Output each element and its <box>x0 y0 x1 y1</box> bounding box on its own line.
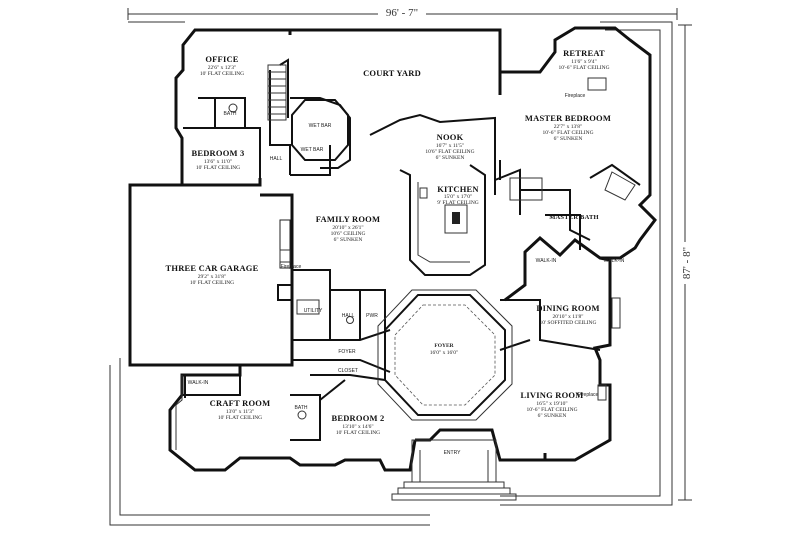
small-labels: BATH BATH HALL HALL WET BAR WET BAR UTIL… <box>188 93 625 456</box>
room-ceiling: 10'-6" FLAT CEILING <box>542 130 593 136</box>
kitchen-label: KITCHEN 15'0" x 17'0" 9' FLAT CEILING <box>437 184 479 206</box>
entry-steps <box>391 439 517 501</box>
room-ceiling: 10' FLAT CEILING <box>336 430 380 436</box>
fireplace-label: Fireplace <box>565 93 586 99</box>
room-ceiling: 10' FLAT CEILING <box>190 280 234 286</box>
bath-label: BATH <box>295 405 308 411</box>
dining-room-label: DINING ROOM 20'10" x 11'8" 10' SOFFITED … <box>536 303 599 326</box>
room-size: 13'10" x 14'6" <box>342 424 373 430</box>
fireplace-label: Fireplace <box>578 392 599 398</box>
room-name: DINING ROOM <box>536 303 599 313</box>
room-name: FOYER <box>434 343 454 349</box>
room-size: 11'6" x 9'4" <box>571 59 597 65</box>
room-name: MASTER BEDROOM <box>525 113 611 123</box>
dimension-lines: 96' - 7" 87' - 8" <box>127 4 693 501</box>
retreat-label: RETREAT 11'6" x 9'4" 10'-6" FLAT CEILING <box>558 48 609 71</box>
living-room-label: LIVING ROOM 16'5" x 19'10" 10'-6" FLAT C… <box>521 390 584 419</box>
room-name: COURT YARD <box>363 68 421 78</box>
nook-label: NOOK 16'7" x 11'5" 10'6" FLAT CEILING 6"… <box>425 132 474 161</box>
master-bedroom-label: MASTER BEDROOM 22'7" x 13'8" 10'-6" FLAT… <box>525 113 611 142</box>
room-ceiling: 10' FLAT CEILING <box>218 415 262 421</box>
room-size: 13'6" x 11'0" <box>204 159 232 165</box>
fireplace-label: Fireplace <box>281 264 302 270</box>
room-name: THREE CAR GARAGE <box>166 263 259 273</box>
room-name: BEDROOM 2 <box>331 413 384 423</box>
room-ceiling: 10' FLAT CEILING <box>196 165 240 171</box>
room-ceiling: 10'-6" FLAT CEILING <box>526 407 577 413</box>
room-size: 20'10" x 26'1" <box>332 225 363 231</box>
room-size: 20'10" x 11'8" <box>552 314 583 320</box>
entry-label: ENTRY <box>444 450 462 456</box>
room-name: KITCHEN <box>437 184 479 194</box>
room-name: NOOK <box>437 132 464 142</box>
room-note: 6" SUNKEN <box>334 237 363 243</box>
bedroom3-label: BEDROOM 3 13'6" x 11'0" 10' FLAT CEILING <box>191 148 244 171</box>
room-size: 16'0" x 16'0" <box>430 350 458 356</box>
garage-label: THREE CAR GARAGE 29'2" x 31'8" 10' FLAT … <box>166 263 259 286</box>
room-note: 6" SUNKEN <box>538 413 567 419</box>
wet-bar-label: WET BAR <box>301 147 324 153</box>
closet-label: CLOSET <box>338 368 358 374</box>
depth-dimension: 87' - 8" <box>681 247 693 279</box>
room-ceiling: 10'6" CEILING <box>331 231 366 237</box>
fixtures <box>175 77 636 450</box>
room-name: LIVING ROOM <box>521 390 584 400</box>
room-note: 6" SUNKEN <box>554 136 583 142</box>
patio-outline <box>109 21 673 526</box>
foyer-center-label: FOYER 16'0" x 16'0" <box>430 343 458 356</box>
room-size: 16'5" x 19'10" <box>536 401 567 407</box>
walk-in-label: WALK-IN <box>604 258 625 264</box>
craft-room-label: CRAFT ROOM 13'0" x 11'3" 10' FLAT CEILIN… <box>210 398 271 421</box>
room-size: 16'7" x 11'5" <box>436 143 464 149</box>
room-name: RETREAT <box>563 48 605 58</box>
room-size: 15'0" x 17'0" <box>444 194 472 200</box>
office-label: OFFICE 22'6" x 12'3" 10' FLAT CEILING <box>200 54 244 77</box>
room-name: BEDROOM 3 <box>191 148 244 158</box>
wet-bar-octagon <box>291 99 349 161</box>
room-name: FAMILY ROOM <box>316 214 380 224</box>
room-ceiling: 9' FLAT CEILING <box>437 200 479 206</box>
court-yard-label: COURT YARD <box>363 68 421 78</box>
master-bath-label: MASTER BATH <box>549 214 599 221</box>
utility-label: UTILITY <box>304 308 323 314</box>
stairs <box>267 64 287 121</box>
room-note: 6" SUNKEN <box>436 155 465 161</box>
pwr-label: PWR <box>366 313 378 319</box>
walk-in-label: WALK-IN <box>536 258 557 264</box>
hall-label: HALL <box>270 156 283 162</box>
room-name: OFFICE <box>205 54 238 64</box>
family-room-label: FAMILY ROOM 20'10" x 26'1" 10'6" CEILING… <box>316 214 380 243</box>
room-name: CRAFT ROOM <box>210 398 271 408</box>
hall-label: HALL <box>342 313 355 319</box>
walk-in-label: WALK-IN <box>188 380 209 386</box>
room-size: 22'7" x 13'8" <box>554 124 582 130</box>
room-size: 13'0" x 11'3" <box>226 409 254 415</box>
room-ceiling: 10' FLAT CEILING <box>200 71 244 77</box>
room-ceiling: 10'6" FLAT CEILING <box>425 149 474 155</box>
width-dimension: 96' - 7" <box>386 7 418 19</box>
room-ceiling: 10' SOFFITED CEILING <box>540 320 597 326</box>
foyer-octagon <box>377 289 513 421</box>
room-ceiling: 10'-6" FLAT CEILING <box>558 65 609 71</box>
bedroom2-label: BEDROOM 2 13'10" x 14'6" 10' FLAT CEILIN… <box>331 413 384 436</box>
room-size: 29'2" x 31'8" <box>198 274 226 280</box>
room-size: 22'6" x 12'3" <box>208 65 236 71</box>
bath-label: BATH <box>224 111 237 117</box>
foyer-hall-label: FOYER <box>338 349 356 355</box>
exterior-walls <box>128 26 657 472</box>
wet-bar-label: WET BAR <box>309 123 332 129</box>
room-name: MASTER BATH <box>549 214 599 221</box>
